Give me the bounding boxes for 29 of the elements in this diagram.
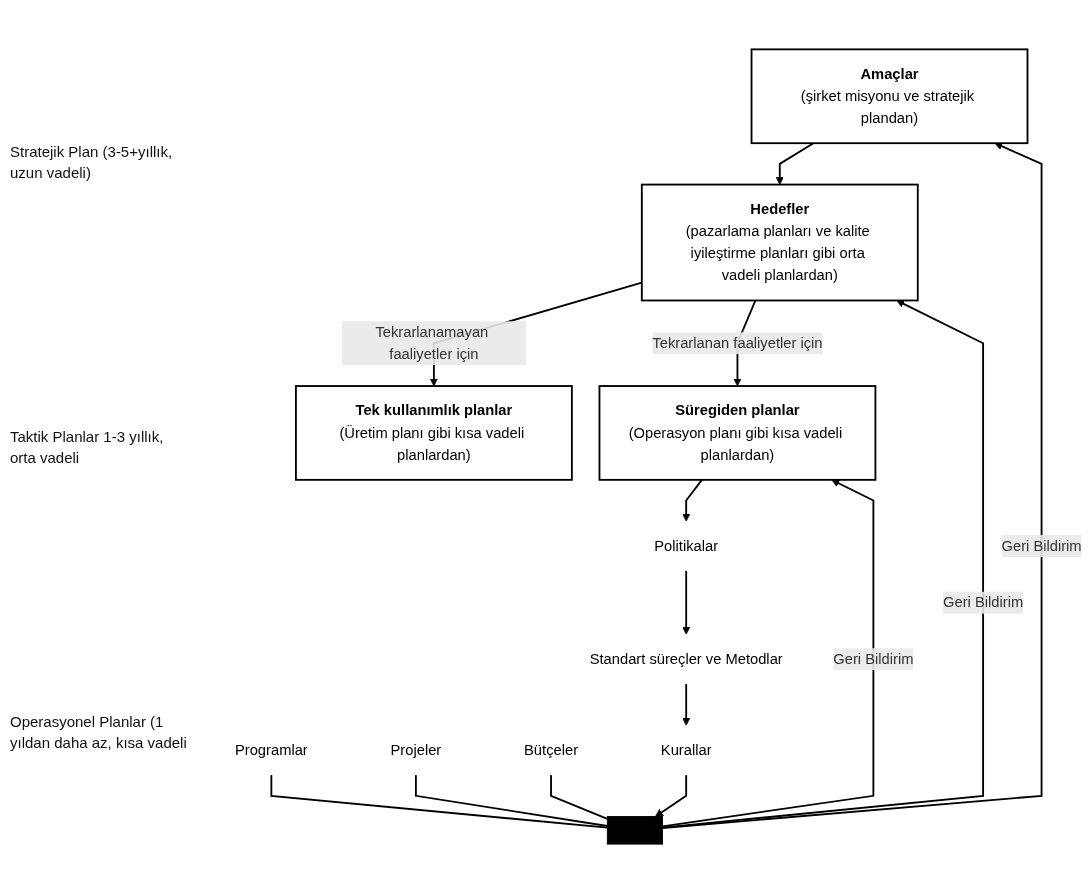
edge-label: Geri Bildirim	[943, 594, 1024, 611]
node-text: Programlar	[234, 742, 308, 758]
node-box: Tek kullanımlık planlar (Üretim planı gibi kısa vadeli planlardan)	[295, 385, 573, 482]
level-label: Stratejik Plan (3-5+yıllık, uzun vadeli)	[10, 142, 174, 184]
node-text: Projeler	[390, 742, 442, 758]
edge-label: Geri Bildirim	[833, 651, 914, 667]
edge-label: Tekrarlanan faaliyetler için	[652, 335, 823, 351]
arrow	[682, 570, 691, 635]
arrow	[655, 774, 688, 818]
node-text: Politikalar	[654, 538, 719, 554]
node-box: Hedefler (pazarlama planları ve kalite iyileştirme planları gibi orta vadeli planlardan)	[640, 183, 919, 302]
edge-label: Tekrarlanamayan faaliyetler için	[375, 324, 489, 362]
node-text: Standart süreçler ve Metodlar	[589, 651, 783, 667]
arrow	[661, 142, 1043, 830]
connector	[550, 774, 609, 821]
arrow	[682, 479, 703, 522]
arrow	[661, 479, 875, 828]
level-label: Taktik Planlar 1-3 yıllık, orta vadeli	[10, 427, 165, 468]
arrow	[682, 683, 691, 727]
node-text: Bütçeler	[524, 742, 579, 758]
level-label: Operasyonel Planlar (1 yıldan daha az, kısa vadeli	[10, 711, 188, 753]
connector	[270, 774, 609, 829]
node-box: Süregiden planlar (Operasyon planı gibi kısa vadeli planlardan)	[598, 385, 877, 482]
node-text: Kurallar	[660, 742, 712, 758]
arrow	[775, 142, 815, 186]
edge-label: Geri Bildirim	[1001, 538, 1082, 554]
node-bar	[606, 816, 663, 845]
node-box: Amaçlar (şirket misyonu ve stratejik plandan)	[750, 48, 1029, 145]
connector	[414, 774, 609, 828]
